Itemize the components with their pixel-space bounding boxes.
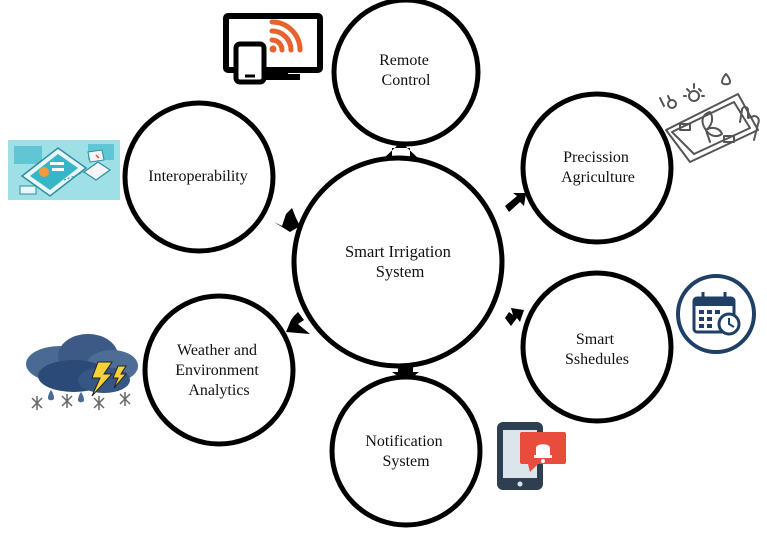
center-label: Smart Irrigation System bbox=[345, 242, 455, 281]
arrow-to-weather-analytics bbox=[286, 312, 310, 334]
center-node: Smart Irrigation System bbox=[291, 155, 505, 369]
node-notification-system-label: Notification System bbox=[365, 433, 446, 470]
center-label-line-2: System bbox=[376, 262, 425, 281]
connector-arrows bbox=[274, 142, 526, 382]
arrow-to-smart-sshedules bbox=[505, 308, 524, 326]
node-interoperability: Interoperability bbox=[122, 100, 276, 254]
node-precission-agriculture-label: Precission Agriculture bbox=[561, 149, 635, 186]
arrow-to-precission-agriculture bbox=[505, 193, 526, 212]
storm-cloud-icon bbox=[26, 334, 138, 410]
tv-phone-wifi-icon bbox=[223, 13, 323, 85]
node-precission-agriculture: Precission Agriculture bbox=[520, 91, 674, 245]
node-weather-analytics-label: Weather and Environment Analytics bbox=[175, 342, 263, 399]
arrow-to-notification-system bbox=[392, 364, 419, 382]
node-interoperability-label: Interoperability bbox=[148, 168, 248, 185]
node-smart-sshedules-label: Smart Sshedules bbox=[565, 331, 629, 368]
node-remote-control: Remote Control bbox=[331, 0, 481, 147]
smart-plant-touch-icon bbox=[659, 73, 760, 163]
center-label-line-1: Smart Irrigation bbox=[345, 242, 451, 261]
node-notification-system: Notification System bbox=[329, 374, 483, 528]
node-remote-control-label: Remote Control bbox=[379, 52, 433, 89]
node-weather-analytics: Weather and Environment Analytics bbox=[142, 293, 296, 447]
arrow-to-interoperability bbox=[274, 208, 300, 232]
phone-alert-icon bbox=[497, 422, 566, 490]
node-smart-sshedules: Smart Sshedules bbox=[520, 270, 674, 424]
calendar-clock-icon bbox=[676, 274, 756, 354]
connected-devices-icon bbox=[8, 140, 120, 200]
